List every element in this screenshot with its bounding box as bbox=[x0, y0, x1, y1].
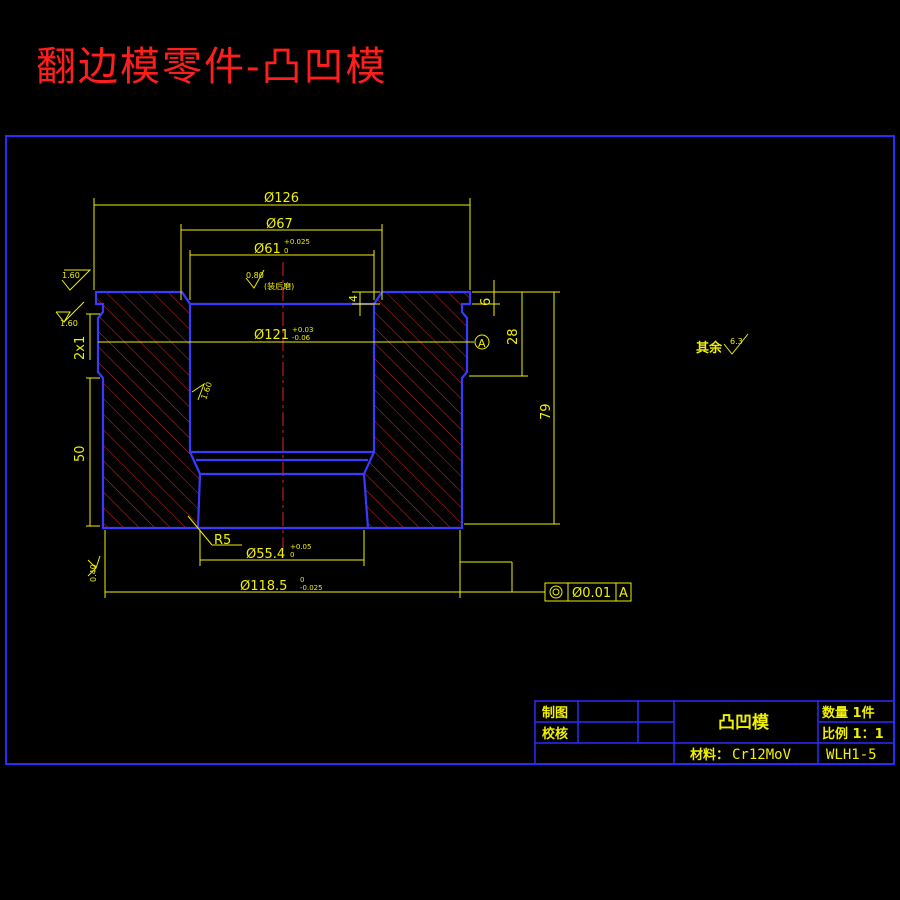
tb-drawn-label: 制图 bbox=[542, 705, 568, 721]
dim-d55-label: Ø55.4 bbox=[246, 547, 285, 562]
roughness-040: 0.40 bbox=[87, 555, 101, 582]
dim-d55-tol-up: +0.05 bbox=[290, 543, 311, 551]
roughness-160-side-label: 1.60 bbox=[60, 319, 78, 328]
dim-d121: Ø121 +0.03 -0.06 A bbox=[98, 326, 490, 350]
drawing-frame bbox=[5, 135, 895, 765]
tb-material: Cr12MoV bbox=[732, 747, 792, 763]
roughness-160-bore-label: 1.60 bbox=[199, 381, 214, 401]
tolerance-datum: A bbox=[619, 586, 628, 601]
dim-chamfer: 2x1 bbox=[73, 313, 100, 360]
tb-quantity: 数量 1件 bbox=[822, 705, 875, 721]
dim-h50: 50 bbox=[73, 377, 100, 527]
tb-material-label: 材料： bbox=[690, 747, 729, 763]
roughness-160-bore: 1.60 bbox=[191, 381, 214, 401]
dim-radius-label: R5 bbox=[214, 533, 231, 548]
dim-d55: Ø55.4 +0.05 0 bbox=[199, 530, 365, 566]
roughness-rest-value: 6.3 bbox=[730, 337, 743, 346]
roughness-rest-label: 其余 bbox=[696, 340, 723, 356]
roughness-080-note: (装后磨) bbox=[264, 281, 294, 291]
roughness-080: 0.80 (装后磨) bbox=[245, 269, 294, 291]
tb-drawing-no: WLH1-5 bbox=[826, 747, 877, 763]
tb-checked-label: 校核 bbox=[542, 726, 568, 742]
dim-d118-tol-low: -0.025 bbox=[300, 584, 323, 592]
dim-h79: 79 bbox=[464, 291, 560, 525]
dim-d55-tol-low: 0 bbox=[290, 551, 294, 559]
dim-d121-label: Ø121 bbox=[254, 328, 289, 343]
dim-d126-label: Ø126 bbox=[264, 191, 299, 206]
drawing-title: 翻边模零件-凸凹模 bbox=[36, 44, 388, 90]
title-block: 制图 校核 凸凹模 数量 1件 比例 1：1 材料： Cr12MoV WLH1-… bbox=[534, 700, 895, 765]
tolerance-value: Ø0.01 bbox=[572, 586, 611, 601]
part-section-right bbox=[362, 290, 472, 530]
dim-d118-label: Ø118.5 bbox=[240, 579, 287, 594]
dim-radius: R5 bbox=[187, 515, 242, 548]
roughness-040-label: 0.40 bbox=[89, 564, 98, 582]
dim-h6-label: 6 bbox=[479, 298, 494, 306]
dim-h79-label: 79 bbox=[539, 403, 554, 420]
dim-d61-tol-low: 0 bbox=[284, 247, 288, 255]
dim-d126: Ø126 bbox=[93, 191, 471, 290]
tolerance-frame: Ø0.01 A bbox=[544, 582, 632, 602]
dim-d61-label: Ø61 bbox=[254, 242, 281, 257]
roughness-080-label: 0.80 bbox=[246, 271, 264, 280]
dim-d67-label: Ø67 bbox=[266, 217, 293, 232]
dim-chamfer-label: 2x1 bbox=[73, 336, 88, 360]
part-section-left bbox=[94, 290, 202, 530]
dim-h4: 4 bbox=[347, 291, 380, 316]
tb-scale: 比例 1：1 bbox=[822, 726, 884, 742]
dim-h4-label: 4 bbox=[347, 295, 360, 302]
tb-part-name: 凸凹模 bbox=[718, 712, 770, 733]
dim-d121-tol-low: -0.06 bbox=[292, 334, 311, 342]
dim-d67: Ø67 bbox=[180, 217, 383, 300]
concentricity-icon bbox=[549, 585, 563, 599]
dim-d121-tol-up: +0.03 bbox=[292, 326, 313, 334]
dim-d61-tol-up: +0.025 bbox=[284, 238, 310, 246]
dim-d118: Ø118.5 0 -0.025 bbox=[104, 530, 545, 598]
datum-a-circle bbox=[474, 334, 490, 350]
dim-h6: 6 bbox=[472, 280, 500, 316]
roughness-160-top-label: 1.60 bbox=[62, 271, 80, 280]
roughness-rest: 其余 6.3 bbox=[696, 333, 749, 356]
dim-h28-label: 28 bbox=[506, 328, 521, 345]
dim-h50-label: 50 bbox=[73, 445, 88, 462]
dim-d118-tol-up: 0 bbox=[300, 576, 304, 584]
dim-h28: 28 bbox=[469, 291, 528, 377]
roughness-160-top: 1.60 bbox=[61, 269, 92, 291]
bore-contour bbox=[190, 302, 374, 530]
roughness-160-side: 1.60 bbox=[55, 301, 85, 328]
datum-a-label: A bbox=[478, 337, 486, 350]
